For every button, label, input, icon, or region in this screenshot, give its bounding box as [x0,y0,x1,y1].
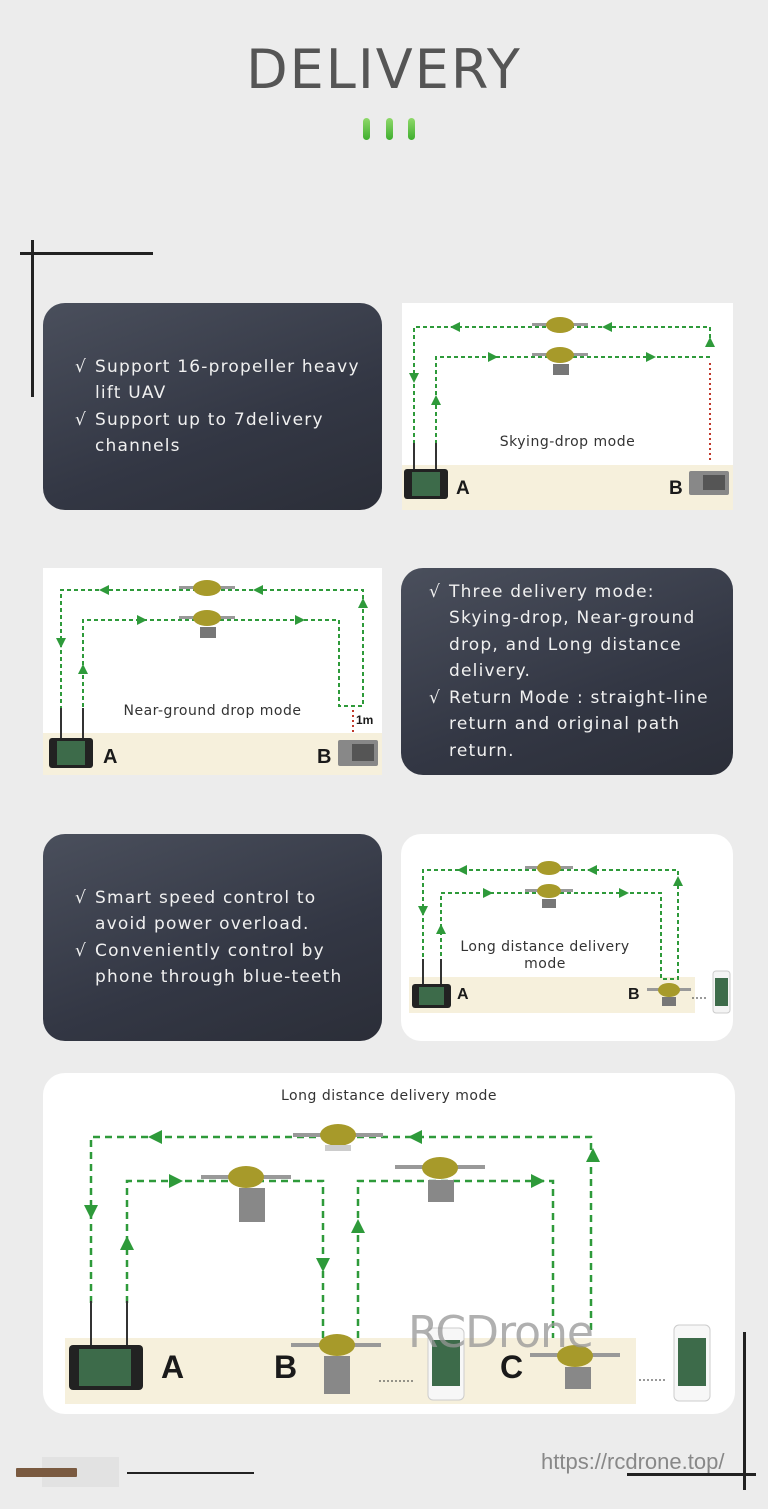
diagram-long-distance-large: Long distance delivery mode A B C [43,1073,735,1414]
drone-icon [293,1124,383,1151]
diagram-caption: Long distance delivery mode [281,1088,497,1104]
feature-card-1: √Support 16-propeller heavy lift UAV √Su… [43,303,382,510]
page-title: DELIVERY [246,38,522,101]
diagram-long-distance-small: Long distance delivery mode A B [401,834,733,1041]
check-icon: √ [75,940,88,961]
point-b-label: B [274,1349,298,1385]
diagram-caption: Skying-drop mode [499,434,636,450]
point-b-label: B [628,986,640,1003]
corner-line-h [20,252,153,255]
footer-url-link[interactable]: https://rcdrone.top/ [541,1449,725,1474]
watermark: RCDrone [408,1307,594,1358]
feature-item: √Support up to 7delivery channels [75,407,382,460]
feature-item: √Conveniently control by phone through b… [75,938,382,991]
flight-path-icon [404,317,729,499]
check-icon: √ [75,409,88,430]
point-c-label: C [500,1349,524,1385]
ground-strip [43,733,382,775]
point-a-label: A [103,746,118,768]
feature-item: √Return Mode : straight-line return and … [429,685,733,765]
check-icon: √ [75,356,88,377]
drone-icon [532,317,588,333]
point-b-label: B [669,478,683,499]
diagram-near-ground: Near-ground drop mode 1m A B [43,568,382,775]
footer-line-right [627,1473,756,1476]
feature-card-3: √Smart speed control to avoid power over… [43,834,382,1041]
ground-strip [402,465,733,510]
feature-item: √Three delivery mode: Skying-drop, Near-… [429,579,733,685]
flight-path-icon [412,861,731,1014]
title-accent-bars [363,118,415,142]
check-icon: √ [429,687,442,708]
height-label: 1m [356,713,374,727]
footer-line-left [127,1472,254,1474]
corner-line-v [31,240,34,397]
feature-card-2: √Three delivery mode: Skying-drop, Near-… [401,568,733,775]
flight-path-icon [69,1124,711,1402]
flight-path-icon [49,580,378,768]
diagram-skying-drop: Skying-drop mode A B [402,303,733,510]
point-a-label: A [457,986,469,1003]
ground-strip [409,977,695,1013]
point-a-label: A [456,478,470,499]
point-b-label: B [317,746,332,768]
diagram-caption: Long distance delivery mode [460,939,630,972]
footer-vline-right [743,1332,746,1490]
check-icon: √ [75,887,88,908]
diagram-caption: Near-ground drop mode [123,703,302,719]
check-icon: √ [429,581,442,602]
feature-item: √Support 16-propeller heavy lift UAV [75,354,382,407]
feature-item: √Smart speed control to avoid power over… [75,885,382,938]
footer-accent-bar [16,1468,77,1477]
point-a-label: A [161,1349,185,1385]
